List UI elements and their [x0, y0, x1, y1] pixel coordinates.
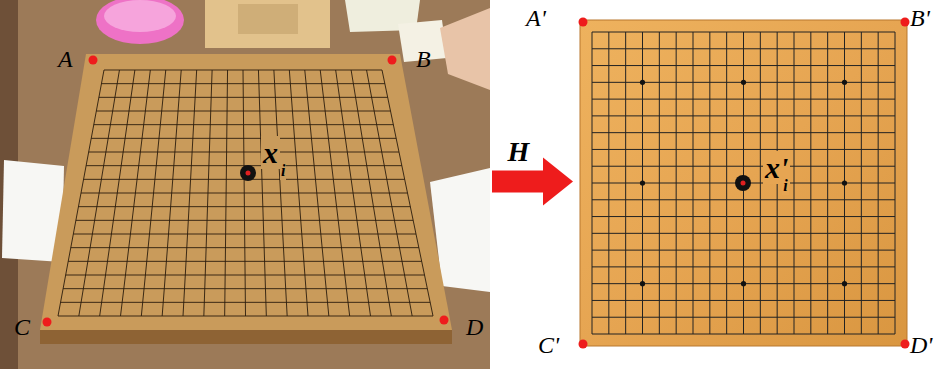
corner-dot: [579, 18, 588, 27]
go-board-front: [40, 330, 452, 344]
stone-mark: [741, 181, 746, 186]
game-clock: [205, 0, 330, 48]
go-board-top: [40, 54, 452, 330]
grid-line: [243, 70, 246, 316]
grid-line: [693, 32, 694, 334]
table-surface: [0, 0, 490, 369]
grid-line: [336, 70, 371, 316]
grid-line: [608, 32, 609, 334]
point-subscript: i: [280, 162, 286, 180]
corner-dot: [901, 340, 910, 349]
corner-label: B: [416, 46, 431, 72]
grid-line: [258, 70, 266, 316]
star-point: [741, 281, 746, 286]
corner-label: A': [526, 5, 546, 31]
star-point: [842, 80, 847, 85]
corner-dot: [579, 340, 588, 349]
corner-dot: [901, 18, 910, 27]
corner-label: D: [466, 314, 483, 340]
grid-line: [810, 32, 811, 334]
corner-dot: [388, 56, 397, 65]
corner-dot: [440, 316, 449, 325]
corner-label: D': [910, 332, 932, 358]
transform-label: H: [508, 137, 530, 168]
corner-label: C': [538, 332, 559, 358]
star-point: [842, 281, 847, 286]
go-stone: [735, 175, 751, 191]
corner-label: B': [910, 5, 930, 31]
go-board: [580, 20, 907, 346]
point-subscript: i: [782, 177, 788, 195]
star-point: [640, 180, 645, 185]
star-point: [842, 180, 847, 185]
clock-face: [238, 4, 298, 34]
grid-line: [592, 32, 593, 334]
corner-dot: [89, 56, 98, 65]
grid-line: [183, 70, 197, 316]
grid-line: [895, 32, 896, 334]
point-symbol: x: [261, 136, 280, 169]
grid-line: [794, 32, 795, 334]
star-point: [640, 80, 645, 85]
grid-line: [382, 70, 433, 316]
pink-bowl-rim: [104, 0, 176, 32]
grid-line: [225, 70, 228, 316]
grid-line: [289, 70, 308, 316]
corner-label: A: [58, 46, 73, 72]
grid-line: [79, 70, 120, 316]
grid-line: [162, 70, 181, 316]
grid-line: [204, 70, 212, 316]
grid-line: [320, 70, 349, 316]
grid-line: [861, 32, 862, 334]
grid-line: [878, 32, 879, 334]
corner-label: C: [14, 314, 30, 340]
stone-mark: [246, 171, 251, 176]
grid-line: [676, 32, 677, 334]
grid-line: [58, 70, 104, 316]
grid-line: [141, 70, 165, 316]
pink-bowl: [96, 0, 184, 44]
star-point: [741, 80, 746, 85]
star-point: [640, 281, 645, 286]
grid-line: [827, 32, 828, 334]
grid-line: [659, 32, 660, 334]
photo: [0, 0, 490, 369]
grid-line: [760, 32, 761, 334]
grid-line: [709, 32, 710, 334]
transform-arrow: [492, 158, 573, 206]
grid-line: [625, 32, 626, 334]
go-stone: [240, 165, 256, 181]
rectified-board: [579, 18, 910, 349]
grid-line: [351, 70, 391, 316]
grid-line: [305, 70, 329, 316]
board-grid: [58, 70, 433, 316]
hand: [440, 8, 490, 90]
arrow-head: [543, 158, 573, 206]
arrow-shaft: [492, 171, 545, 193]
board-grid: [592, 32, 895, 334]
grid-line: [274, 70, 287, 316]
grid-line: [100, 70, 135, 316]
corner-dot: [43, 318, 52, 327]
board-image: x'i: [573, 10, 915, 355]
grid-line: [121, 70, 151, 316]
grid-line: [726, 32, 727, 334]
